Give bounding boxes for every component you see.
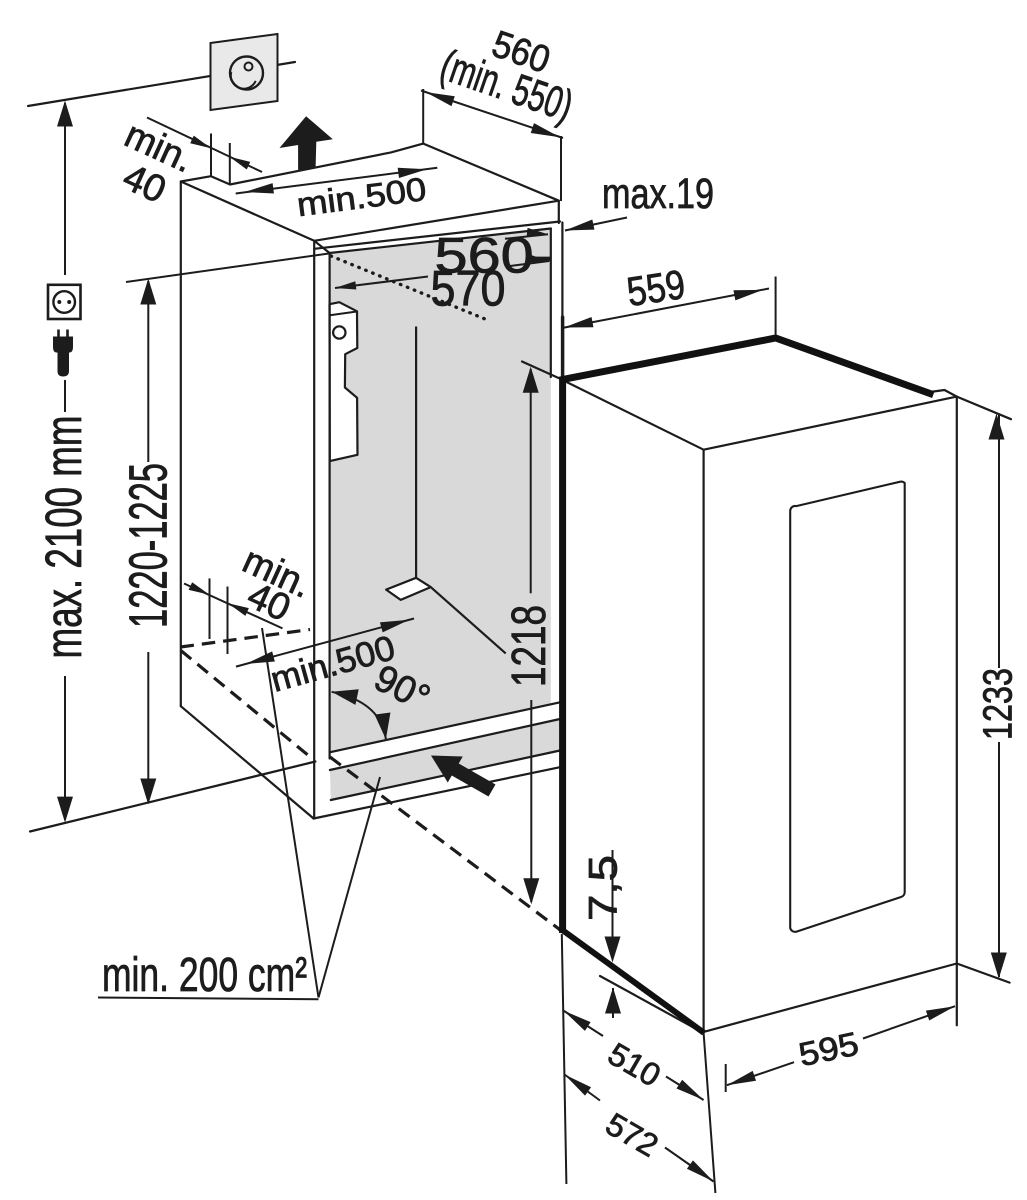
svg-text:1233: 1233 (974, 668, 1020, 740)
svg-text:595: 595 (795, 1025, 861, 1074)
svg-text:560-: 560- (435, 228, 554, 284)
svg-text:570: 570 (431, 261, 506, 317)
svg-text:7,5: 7,5 (582, 855, 626, 921)
svg-text:1220-1225: 1220-1225 (119, 463, 179, 628)
svg-text:min. 200 cm²: min. 200 cm² (102, 949, 307, 1002)
svg-text:1218: 1218 (503, 605, 556, 687)
svg-text:max. 2100 mm: max. 2100 mm (35, 416, 92, 659)
svg-text:559: 559 (624, 261, 688, 315)
svg-text:max.19: max.19 (602, 170, 714, 218)
